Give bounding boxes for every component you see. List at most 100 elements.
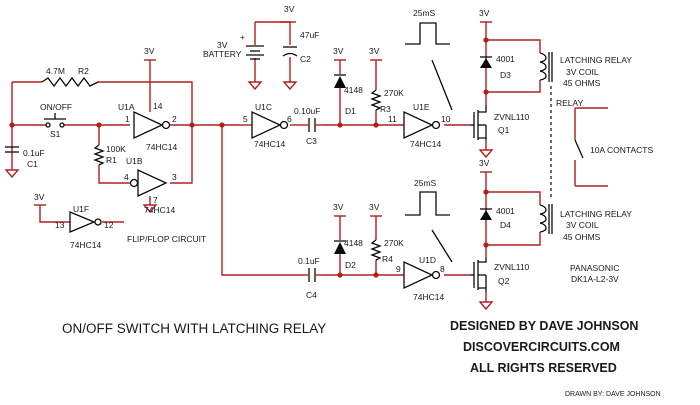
- junction-dot: [483, 37, 489, 43]
- wire-coil-bot-in: [486, 191, 541, 205]
- r1-ref: R1: [106, 155, 117, 165]
- coil-bottom-line1: LATCHING RELAY: [560, 209, 632, 219]
- r3-ref: R3: [380, 104, 391, 114]
- c1-value: 0.1uF: [23, 148, 45, 158]
- r4-value: 270K: [384, 238, 404, 248]
- diode-d2: 4148 D2: [334, 238, 363, 270]
- junction-dot: [483, 89, 489, 95]
- d2-value: 4148: [344, 238, 363, 248]
- resistor-r3: 270K R3: [370, 88, 404, 114]
- diode-d3: 4001 D3: [480, 54, 515, 80]
- u1a-ref: U1A: [118, 102, 135, 112]
- ground-icon: [142, 204, 158, 214]
- relay-contacts: RELAY 10A CONTACTS PANASONIC DK1A-L2-3V: [556, 98, 653, 284]
- coil-bottom-line3: 45 OHMS: [563, 232, 601, 242]
- battery: + 3V BATTERY: [203, 32, 264, 60]
- junctions: [9, 37, 489, 278]
- capacitor-c1: 0.1uF C1: [5, 146, 45, 169]
- u1f-ref: U1F: [73, 204, 89, 214]
- junction-dot: [337, 272, 343, 278]
- relay-label: RELAY: [556, 98, 584, 108]
- battery-voltage: 3V: [217, 40, 228, 50]
- supply-label: 3V: [479, 158, 490, 168]
- c2-value: 47uF: [300, 30, 319, 40]
- r4-ref: R4: [382, 254, 393, 264]
- r2-value: 4.7M: [46, 66, 65, 76]
- r2-ref: R2: [78, 66, 89, 76]
- c3-ref: C3: [306, 136, 317, 146]
- coil-bottom-line2: 3V COIL: [566, 220, 599, 230]
- relay-coil-bottom: LATCHING RELAY 3V COIL 45 OHMS: [539, 204, 632, 242]
- pulse-bottom: 25mS: [405, 178, 453, 263]
- pulse-top-label: 25mS: [413, 8, 436, 18]
- d4-ref: D4: [500, 220, 511, 230]
- supply-label: 3V: [333, 202, 344, 212]
- credits-website: DISCOVERCIRCUITS.COM: [463, 340, 620, 354]
- inverter-u1b: U1B 3 4 7 74HC14: [124, 156, 177, 215]
- u1a-pin-out: 2: [172, 114, 177, 124]
- u1b-pin-gnd: 7: [153, 195, 158, 205]
- wire-c2-top: [255, 21, 291, 45]
- wire-r1-bottom: [98, 165, 134, 184]
- u1c-ref: U1C: [255, 102, 272, 112]
- ground-icon: [282, 81, 298, 91]
- ground-symbols: [4, 81, 494, 311]
- pulse-bottom-arrow: [431, 229, 453, 263]
- ground-icon: [478, 149, 494, 159]
- q1-part: ZVNL110: [494, 112, 530, 122]
- u1d-ref: U1D: [419, 255, 436, 265]
- coil-top-line2: 3V COIL: [566, 67, 599, 77]
- supply-label: 3V: [34, 192, 45, 202]
- u1b-pin-in: 3: [172, 172, 177, 182]
- c2-ref: C2: [300, 54, 311, 64]
- u1c-part: 74HC14: [254, 139, 285, 149]
- junction-dot: [483, 242, 489, 248]
- junction-dot: [483, 189, 489, 195]
- junction-dot: [9, 122, 15, 128]
- supply-label: 3V: [333, 46, 344, 56]
- diode-d4: 4001 D4: [480, 206, 515, 230]
- junction-dot: [96, 122, 102, 128]
- wiring: [11, 21, 608, 302]
- u1d-part: 74HC14: [413, 292, 444, 302]
- diagram-title: ON/OFF SWITCH WITH LATCHING RELAY: [62, 321, 326, 336]
- drawn-by: DRAWN BY: DAVE JOHNSON: [565, 391, 661, 398]
- switch-s1: ON/OFF S1: [40, 102, 72, 139]
- c4-ref: C4: [306, 290, 317, 300]
- r1-value: 100K: [106, 144, 126, 154]
- battery-plus-sign: +: [240, 32, 245, 42]
- supply-label: 3V: [144, 46, 155, 56]
- wire-coil-top-in: [486, 39, 541, 53]
- u1c-pin-in: 5: [243, 114, 248, 124]
- wire-to-c4: [221, 125, 305, 276]
- battery-label: BATTERY: [203, 49, 242, 59]
- capacitor-c3: 0.10uF C3: [294, 106, 322, 146]
- d2-ref: D2: [345, 260, 356, 270]
- relay-coil-top: LATCHING RELAY 3V COIL 45 OHMS: [539, 52, 632, 88]
- diode-d1: 4148 D1: [334, 74, 363, 116]
- wire-coil-bot-out: [486, 232, 541, 246]
- inverter-u1c: U1C 5 6 74HC14: [243, 102, 292, 149]
- pulse-top-arrow: [431, 59, 453, 111]
- supply-label: 3V: [479, 8, 490, 18]
- pulse-top: 25mS: [405, 8, 453, 111]
- d1-ref: D1: [345, 106, 356, 116]
- relay-contacts-label: 10A CONTACTS: [590, 145, 653, 155]
- resistor-r2: 4.7M R2: [41, 66, 99, 88]
- junction-dot: [219, 122, 225, 128]
- flipflop-label: FLIP/FLOP CIRCUIT: [127, 234, 206, 244]
- u1a-pin-in: 1: [125, 114, 130, 124]
- u1b-pin-out: 4: [124, 172, 129, 182]
- c1-ref: C1: [27, 159, 38, 169]
- ground-icon: [478, 301, 494, 311]
- inverter-u1a: U1A 1 2 14 74HC14: [118, 101, 177, 152]
- q2-part: ZVNL110: [494, 262, 530, 272]
- supply-label: 3V: [369, 202, 380, 212]
- inverter-u1f: U1F 13 12 74HC14: [55, 204, 114, 250]
- junction-dot: [189, 122, 195, 128]
- u1b-ref: U1B: [126, 156, 143, 166]
- credits-rights: ALL RIGHTS RESERVED: [470, 361, 617, 375]
- r3-value: 270K: [384, 88, 404, 98]
